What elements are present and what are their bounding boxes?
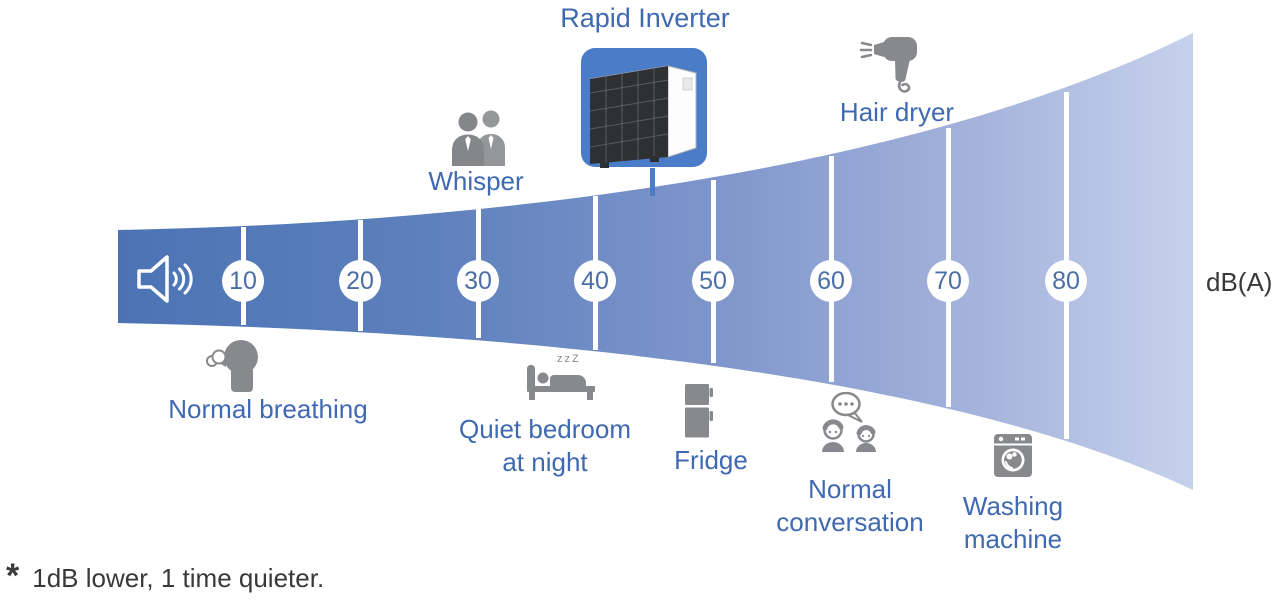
sleeping-bed-icon: zzZ: [527, 353, 595, 400]
whisper-people-icon: [452, 110, 505, 166]
tick-value-badge: 80: [1045, 260, 1087, 302]
footnote-asterisk: *: [6, 557, 20, 595]
tick-value-badge: 10: [222, 260, 264, 302]
hair-dryer-label: Hair dryer: [839, 97, 955, 127]
tick-value: 10: [229, 266, 257, 295]
normal-conversation-label-line2: conversation: [776, 507, 924, 537]
tick-value-badge: 50: [692, 260, 734, 302]
normal-conversation-label-line1: Normal: [808, 474, 892, 504]
quiet-bedroom-label-line1: Quiet bedroom: [459, 414, 631, 444]
fridge-label: Fridge: [674, 445, 748, 475]
tick-value: 50: [699, 266, 727, 295]
tick-value-badge: 30: [457, 260, 499, 302]
footnote: * 1dB lower, 1 time quieter.: [6, 557, 325, 595]
heat-pump-outdoor-unit-image: [581, 48, 707, 168]
tick-value: 40: [581, 266, 609, 295]
tick-value-badge: 60: [810, 260, 852, 302]
tick-value-badge: 70: [927, 260, 969, 302]
tick-value: 80: [1052, 266, 1080, 295]
tick-value: 60: [817, 266, 845, 295]
product-pointer-line: [650, 168, 655, 196]
breathing-head-icon: [206, 340, 258, 392]
page-title: Rapid Inverter: [560, 3, 730, 33]
speaker-sound-icon: [137, 255, 193, 303]
normal-breathing-label: Normal breathing: [168, 394, 368, 424]
funnel-shape: [118, 33, 1193, 490]
tick-value: 30: [464, 266, 492, 295]
quiet-bedroom-label-line2: at night: [502, 447, 588, 477]
zzz-text: zzZ: [557, 353, 581, 365]
tick-value: 20: [346, 266, 374, 295]
fridge-icon: [685, 384, 713, 438]
washing-machine-icon: [994, 434, 1032, 477]
conversation-icon: [822, 392, 876, 452]
footnote-text: 1dB lower, 1 time quieter.: [32, 563, 325, 593]
whisper-label: Whisper: [428, 166, 524, 196]
washing-machine-label-line1: Washing: [962, 491, 1064, 521]
tick-value-badge: 40: [574, 260, 616, 302]
db-unit-label: dB(A): [1206, 267, 1273, 297]
tick-value-badge: 20: [339, 260, 381, 302]
washing-machine-label-line2: machine: [963, 524, 1063, 554]
hair-dryer-icon: [859, 37, 917, 93]
tick-value: 70: [934, 266, 962, 295]
